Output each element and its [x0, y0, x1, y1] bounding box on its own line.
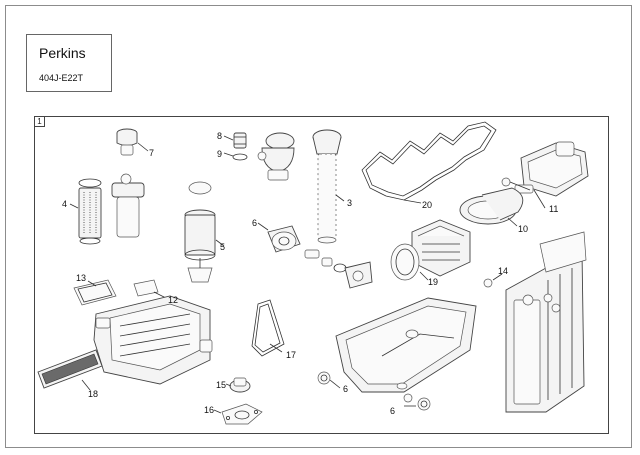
air-filter-element-part[interactable] [459, 187, 524, 227]
callout-17: 17 [286, 350, 296, 360]
callout-18: 18 [88, 389, 98, 399]
o-ring-part[interactable] [223, 152, 248, 161]
oil-filter-head-part[interactable] [304, 249, 373, 289]
radiator-part[interactable] [505, 231, 587, 413]
callout-6b: 6 [390, 406, 395, 416]
callout-16: 16 [204, 405, 214, 415]
cabin-filter-part[interactable] [37, 349, 103, 391]
callout-13: 13 [76, 273, 86, 283]
fan-belt-part[interactable] [251, 299, 285, 357]
rocker-cover-gasket-part[interactable] [361, 121, 497, 204]
callout-6: 6 [343, 384, 348, 394]
callout-19: 19 [428, 277, 438, 287]
page-border [5, 5, 632, 448]
callout-5: 6 [252, 218, 257, 228]
air-filter-inner-element-part[interactable] [390, 219, 471, 281]
gasket-small-part[interactable] [133, 279, 167, 299]
callout-14: 14 [498, 266, 508, 276]
callout-2: 3 [347, 198, 352, 208]
callout-20: 20 [422, 200, 432, 210]
fuel-pump-part[interactable] [257, 132, 295, 181]
callout-8: 8 [217, 131, 222, 141]
thermostat-part[interactable] [225, 377, 251, 393]
filler-cap-part[interactable] [116, 128, 149, 156]
fuel-filter-assembly-part[interactable] [111, 173, 145, 238]
callout-4: 5 [220, 242, 225, 252]
callout-11: 11 [549, 204, 558, 214]
callout-9: 9 [217, 149, 222, 159]
oil-pan-part[interactable] [335, 297, 477, 393]
title-box: Perkins 404J-E22T [26, 34, 112, 92]
drain-plug-2-part[interactable] [403, 393, 431, 411]
air-filter-housing-part[interactable] [514, 141, 589, 209]
group-number-tag: 1 [34, 116, 45, 127]
fuel-filter-housing-part[interactable] [184, 181, 225, 283]
thermostat-gasket-part[interactable] [213, 403, 263, 425]
drain-plug-part[interactable] [317, 371, 341, 389]
inline-filter-part[interactable] [223, 132, 247, 149]
callout-15: 15 [216, 380, 226, 390]
callout-3: 4 [62, 199, 67, 209]
fuel-filter-element-part[interactable] [69, 178, 102, 245]
gasket-large-part[interactable] [73, 279, 117, 306]
parts-diagram-frame [34, 116, 609, 434]
intake-manifold-part[interactable] [93, 295, 213, 385]
brand-name: Perkins [39, 45, 86, 61]
callout-7: 7 [149, 148, 154, 158]
bolt-part[interactable] [483, 273, 503, 288]
engine-model: 404J-E22T [39, 73, 84, 83]
callout-12: 12 [168, 295, 178, 305]
dipstick-tube-part[interactable] [312, 129, 345, 244]
oil-filter-part[interactable] [257, 222, 301, 253]
callout-10: 10 [518, 224, 528, 234]
air-filter-clip-part[interactable] [501, 177, 531, 191]
